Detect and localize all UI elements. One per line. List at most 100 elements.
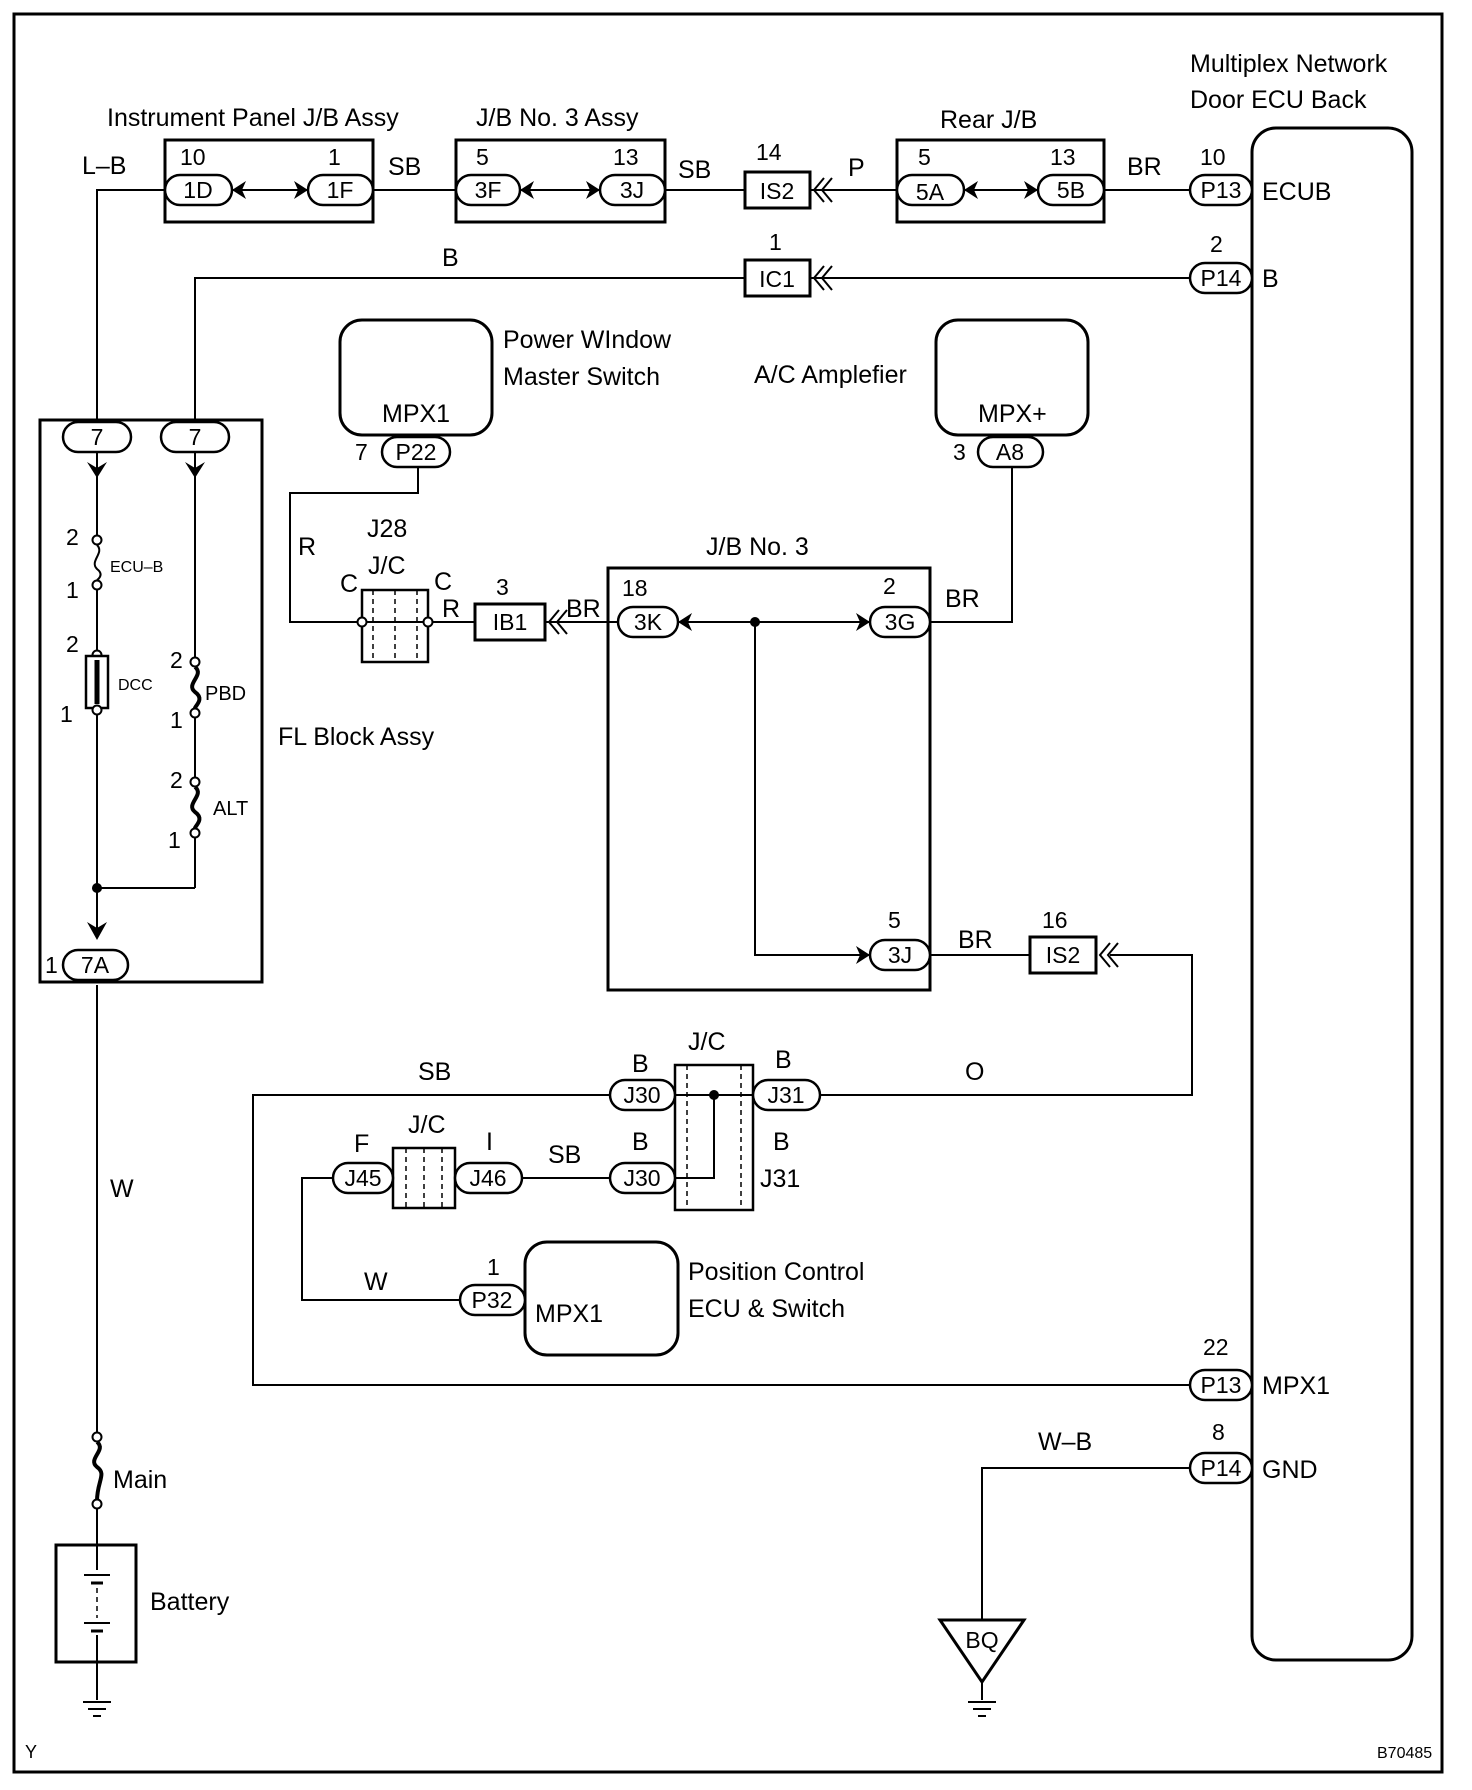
- jc-j31: [673, 1063, 755, 1212]
- splice-dot: [750, 617, 760, 627]
- fuse-alt-icon: [189, 776, 202, 839]
- ac-amplifier-label: A/C Amplefier: [754, 361, 907, 389]
- wire-color-label: W: [364, 1268, 388, 1296]
- pin-number: 5: [888, 907, 901, 933]
- pin-name-mpx1-pos: MPX1: [535, 1300, 603, 1328]
- multiplex-title-1: Multiplex Network: [1190, 50, 1388, 78]
- pin-name-mpx-plus: MPX+: [978, 400, 1047, 428]
- wire-color-label: SB: [548, 1141, 581, 1169]
- jb-no3-box: [606, 566, 932, 992]
- pin-number: 2: [66, 524, 79, 550]
- wire-color-label: B: [775, 1046, 792, 1074]
- connector-P13-mpx: P13: [1201, 1372, 1242, 1398]
- wire-color-label: SB: [678, 156, 711, 184]
- connector-fl-7b: 7: [189, 424, 202, 450]
- pin-number: 7: [355, 439, 368, 465]
- multiplex-ecu-box: [1250, 126, 1414, 1662]
- wire-color-label: SB: [418, 1058, 451, 1086]
- rear-jb-label: Rear J/B: [940, 106, 1037, 134]
- wire-color-label: O: [965, 1058, 984, 1086]
- wire-color-label: B: [773, 1128, 790, 1156]
- pin-number: 1: [60, 701, 73, 727]
- wire-color-label: BR: [1127, 153, 1162, 181]
- position-control-label-1: Position Control: [688, 1258, 864, 1286]
- wire-color-label: L–B: [82, 152, 126, 180]
- power-window-label-1: Power WIndow: [503, 326, 672, 354]
- connector-BQ: BQ: [965, 1627, 998, 1653]
- block-boxes: [38, 126, 1414, 1662]
- junction-jc3: J/C: [408, 1111, 446, 1139]
- arrow-icon: [87, 922, 107, 940]
- fuse-label: ALT: [213, 798, 248, 820]
- wires: [96, 189, 1193, 1700]
- pin-number: 3: [496, 574, 509, 600]
- connector-P13-top: P13: [1201, 177, 1242, 203]
- jb-no3-label: J/B No. 3: [706, 533, 809, 561]
- pin-number: 2: [1210, 231, 1223, 257]
- connector-J30-a: J30: [623, 1082, 660, 1108]
- frame: [12, 12, 1444, 1774]
- pin-number: 1: [487, 1254, 500, 1280]
- junction-i: I: [486, 1128, 493, 1156]
- connector-J46: J46: [469, 1165, 506, 1191]
- pin-name-mpx1: MPX1: [1262, 1372, 1330, 1400]
- fl-block-label: FL Block Assy: [278, 723, 435, 751]
- connector-J31-a: J31: [767, 1082, 804, 1108]
- connector-P32: P32: [472, 1287, 513, 1313]
- pin-number: 1: [168, 827, 181, 853]
- fuse-pbd-icon: [189, 656, 202, 719]
- connector-A8: A8: [996, 439, 1024, 465]
- connector-1D: 1D: [183, 177, 212, 203]
- connector-J45: J45: [344, 1165, 381, 1191]
- junction-f: F: [354, 1130, 369, 1158]
- junction-c-right: C: [434, 568, 452, 596]
- connector-P14-b: P14: [1201, 265, 1242, 291]
- pin-number: 13: [613, 144, 639, 170]
- connector-3J-top: 3J: [620, 177, 644, 203]
- pin-number: 10: [180, 144, 206, 170]
- wire-color-label: R: [442, 595, 460, 623]
- pin-number: 14: [756, 139, 782, 165]
- jc-j28: [356, 588, 434, 664]
- wire-color-label: W: [110, 1175, 134, 1203]
- connector-7A: 7A: [81, 952, 110, 978]
- junction-jc2: J/C: [688, 1028, 726, 1056]
- pin-number: 1: [769, 229, 782, 255]
- pin-name-ecub: ECUB: [1262, 178, 1331, 206]
- pin-number: 2: [170, 767, 183, 793]
- junction-j31: J31: [760, 1165, 800, 1193]
- wire-color-label: B: [442, 244, 459, 272]
- pill-connectors: [61, 173, 1254, 1485]
- pin-number: 3: [953, 439, 966, 465]
- pin-number: 8: [1212, 1419, 1225, 1445]
- fuse-dcc-icon: [84, 649, 110, 716]
- pin-number: 1: [170, 707, 183, 733]
- connector-3K: 3K: [634, 609, 663, 635]
- connector-IS2-mid: IS2: [1046, 942, 1081, 968]
- connector-IC1: IC1: [759, 266, 795, 292]
- fl-block-internals: [84, 460, 205, 940]
- connector-fl-7a: 7: [91, 424, 104, 450]
- pin-number: 1: [66, 577, 79, 603]
- arrow-icon: [87, 462, 107, 478]
- ground-icon: [83, 1701, 111, 1717]
- main-fuse-icon: [91, 1431, 104, 1510]
- pin-number: 2: [883, 573, 896, 599]
- pin-number: 1: [328, 144, 341, 170]
- connector-1F: 1F: [327, 177, 354, 203]
- fuse-label: Main: [113, 1466, 167, 1494]
- pin-name-mpx1-pws: MPX1: [382, 400, 450, 428]
- wire-color-label: SB: [388, 153, 421, 181]
- battery-icon: [54, 1543, 138, 1664]
- fl-block-box: [38, 418, 264, 984]
- wire-color-label: BR: [566, 595, 601, 623]
- connector-3J-mid: 3J: [888, 942, 912, 968]
- connector-3F: 3F: [475, 177, 502, 203]
- pin-name-b: B: [1262, 265, 1279, 293]
- pin-number: 18: [622, 575, 648, 601]
- multiplex-title-2: Door ECU Back: [1190, 86, 1367, 114]
- bq-ground-icon: [937, 1618, 1027, 1717]
- junction-j28: J28: [367, 515, 407, 543]
- wire-color-label: W–B: [1038, 1428, 1092, 1456]
